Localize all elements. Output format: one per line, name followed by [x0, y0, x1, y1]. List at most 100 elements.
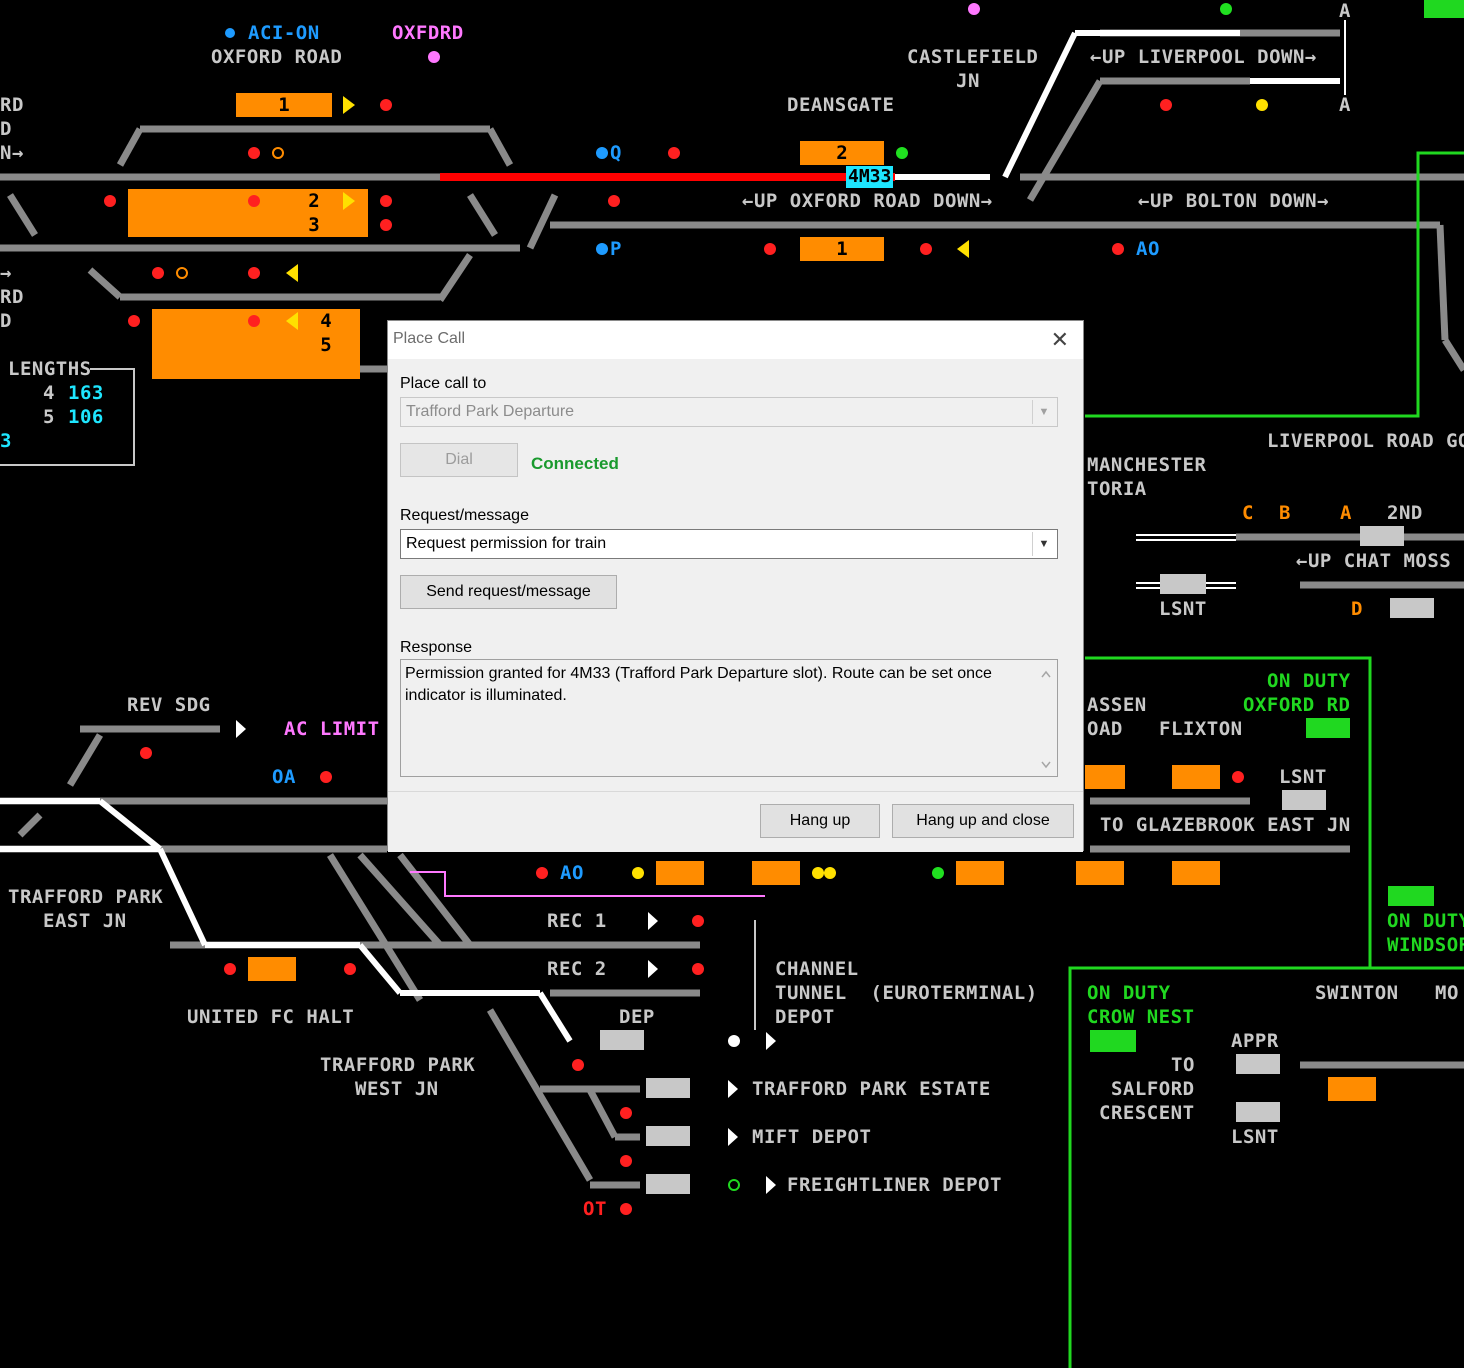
place-call-to-value: Trafford Park Departure [406, 403, 575, 420]
response-label: Response [400, 639, 473, 656]
ao-label-2: AO [560, 862, 584, 884]
dial-button[interactable]: Dial [400, 443, 518, 477]
signals-red [104, 99, 1244, 1215]
platform-1-deansgate: 1 [800, 237, 884, 261]
dep-label: DEP [619, 1006, 655, 1028]
place-call-to-label: Place call to [400, 375, 487, 392]
oad-label: OAD [1087, 718, 1123, 740]
chevron-down-icon[interactable]: ▼ [1032, 400, 1055, 424]
lengths-box [0, 368, 135, 466]
p-label: P [610, 238, 622, 260]
d-label-2: D [0, 310, 12, 332]
indicators-orange [176, 147, 284, 279]
platform-3: 3 [308, 214, 320, 236]
response-textbox[interactable]: Permission granted for 4M33 (Trafford Pa… [400, 659, 1058, 777]
to-label: TO [1171, 1054, 1195, 1076]
mift-depot-label: MIFT DEPOT [752, 1126, 872, 1148]
place-call-to-select[interactable]: Trafford Park Departure ▼ [400, 397, 1058, 427]
appr-label: APPR [1231, 1030, 1279, 1052]
close-icon[interactable]: ✕ [1050, 327, 1069, 352]
platform-5: 5 [320, 334, 332, 356]
arrow-label: → [0, 262, 12, 284]
lsnt-label-3: LSNT [1231, 1126, 1279, 1148]
platform-1-oxford: 1 [236, 93, 332, 117]
response-text: Permission granted for 4M33 (Trafford Pa… [405, 665, 992, 704]
panel-borders [1068, 151, 1464, 1368]
dialog-title: Place Call [393, 330, 466, 347]
mo-label: MO [1435, 982, 1459, 1004]
rev-sdg-label: REV SDG [127, 694, 211, 716]
depot-label: DEPOT [775, 1006, 835, 1028]
deansgate-label: DEANSGATE [787, 94, 895, 116]
up-oxford-road-down-label: ←UP OXFORD ROAD DOWN→ [742, 190, 993, 212]
tracks-blocks [600, 526, 1434, 1194]
train-describer-4m33[interactable]: 4M33 [846, 166, 894, 188]
rec2-label: REC 2 [547, 958, 607, 980]
manchester-label: MANCHESTER [1087, 454, 1207, 476]
indicators-white [236, 720, 776, 1194]
dialog-footer: Hang up Hang up and close [388, 791, 1083, 852]
place-call-dialog: Place Call ✕ Place call to Trafford Park… [387, 320, 1084, 852]
oxford-road-label: OXFORD ROAD [211, 46, 343, 68]
length-4-value: 163 [68, 382, 104, 404]
assen-label: ASSEN [1087, 694, 1147, 716]
crow-nest-label: CROW NEST [1087, 1006, 1195, 1028]
lsnt-label-2: LSNT [1279, 766, 1327, 788]
indicators-green-ring [728, 1179, 740, 1191]
d-orange-label: D [1351, 598, 1363, 620]
united-fc-halt-label: UNITED FC HALT [187, 1006, 355, 1028]
lengths-label: LENGTHS [8, 358, 92, 380]
platform-2-deansgate: 2 [800, 141, 884, 165]
send-request-button[interactable]: Send request/message [400, 575, 617, 609]
second-label: 2ND [1387, 502, 1423, 524]
b-label: B [1279, 502, 1291, 524]
n-arrow-label: N→ [0, 142, 24, 164]
rd-label-2: RD [0, 286, 24, 308]
chevron-down-icon[interactable]: ▼ [1032, 532, 1055, 556]
scroll-up-icon[interactable] [1041, 670, 1051, 678]
connection-status: Connected [531, 454, 619, 473]
rd-label-1: RD [0, 94, 24, 116]
ot-label: OT [583, 1198, 607, 1220]
trafford-park-estate-label: TRAFFORD PARK ESTATE [752, 1078, 991, 1100]
freightliner-depot-label: FREIGHTLINER DEPOT [787, 1174, 1002, 1196]
up-liverpool-down-label: ←UP LIVERPOOL DOWN→ [1090, 46, 1317, 68]
on-duty-label-3: ON DUTY [1087, 982, 1171, 1004]
aci-on-label: ACI-ON [248, 22, 320, 44]
swinton-label: SWINTON [1315, 982, 1399, 1004]
request-message-select[interactable]: Request permission for train ▼ [400, 529, 1058, 559]
lsnt-label-1: LSNT [1159, 598, 1207, 620]
trafford-park-east-label: TRAFFORD PARK [8, 886, 164, 908]
castlefield-jn-label: JN [956, 70, 980, 92]
request-message-value: Request permission for train [406, 535, 607, 552]
platform-2: 2 [308, 190, 320, 212]
d-label-1: D [0, 118, 12, 140]
victoria-label: TORIA [1087, 478, 1147, 500]
length-5-value: 106 [68, 406, 104, 428]
a-mid-label: A [1339, 94, 1351, 116]
hang-up-button[interactable]: Hang up [760, 804, 880, 838]
scroll-down-icon[interactable] [1041, 761, 1051, 769]
hang-up-and-close-button[interactable]: Hang up and close [892, 804, 1074, 838]
to-glazebrook-label: TO GLAZEBROOK EAST JN [1100, 814, 1351, 836]
length-5-number: 5 [43, 406, 55, 428]
on-duty-label-2: ON DUTY [1387, 910, 1464, 932]
a-orange-label: A [1340, 502, 1352, 524]
up-chat-moss-label: ←UP CHAT MOSS [1296, 550, 1452, 572]
platform-4: 4 [320, 310, 332, 332]
trafford-park-west-label: TRAFFORD PARK [320, 1054, 476, 1076]
oxford-rd-label: OXFORD RD [1243, 694, 1351, 716]
response-scrollbar[interactable] [1035, 660, 1057, 776]
ac-limit-label: AC LIMIT [284, 718, 380, 740]
salford-label: SALFORD [1111, 1078, 1195, 1100]
rec1-label: REC 1 [547, 910, 607, 932]
route-set-white [0, 30, 1340, 1043]
oxfrd-label: OXFDRD [392, 22, 464, 44]
length-4-number: 4 [43, 382, 55, 404]
trafford-park-west-jn-label: WEST JN [355, 1078, 439, 1100]
signals-yellow [286, 96, 1268, 879]
indicators-pink [428, 3, 980, 63]
dialog-titlebar[interactable]: Place Call ✕ [388, 321, 1083, 359]
oa-label: OA [272, 766, 296, 788]
